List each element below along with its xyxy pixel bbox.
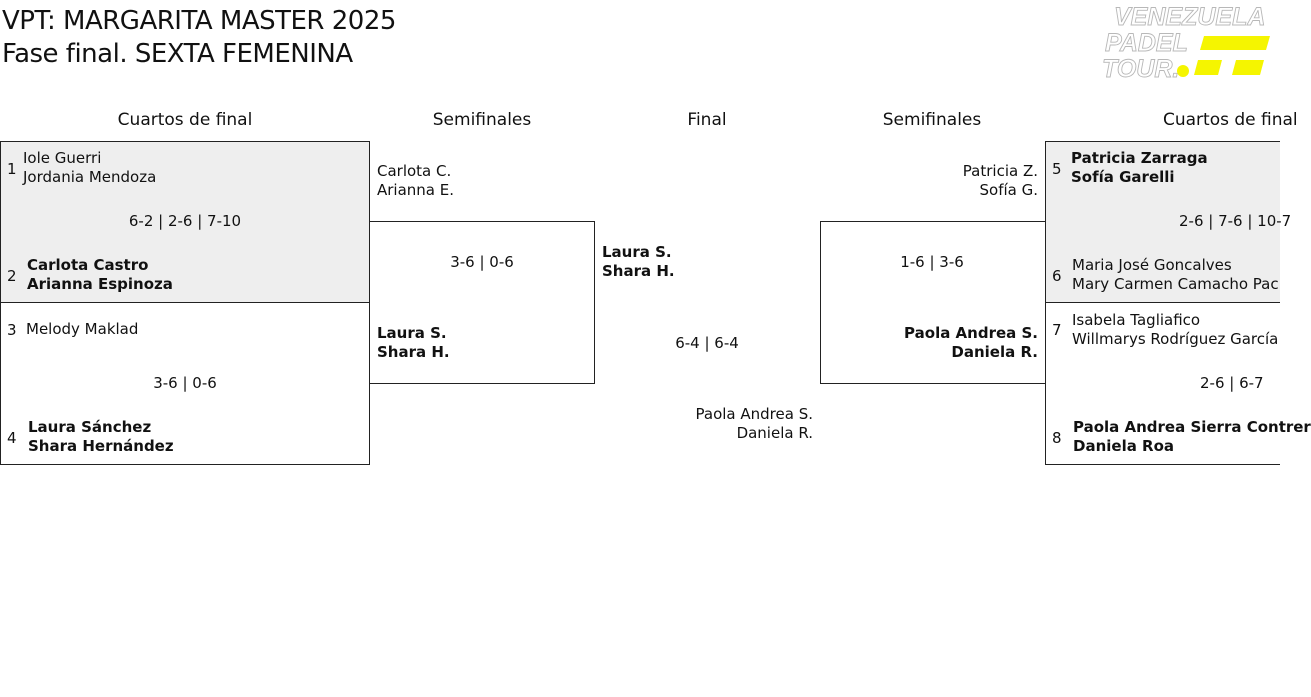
match-qf-right-1 bbox=[1045, 141, 1280, 303]
player-name-winner: Carlota Castro bbox=[27, 256, 149, 274]
player-name-winner: Laura S. bbox=[377, 324, 447, 342]
player-name: Iole Guerri bbox=[23, 149, 102, 167]
player-name: Carlota C. bbox=[377, 162, 452, 180]
match-score: 3-6 | 0-6 bbox=[153, 374, 217, 392]
match-score: 2-6 | 7-6 | 10-7 bbox=[1179, 212, 1292, 230]
seed-number: 8 bbox=[1052, 429, 1062, 447]
player-name: Sofía G. bbox=[979, 181, 1039, 199]
player-name-winner: Patricia Zarraga bbox=[1071, 149, 1208, 167]
seed-number: 3 bbox=[7, 321, 17, 339]
svg-text:TOUR.: TOUR. bbox=[1102, 55, 1179, 83]
round-header-sf-right: Semifinales bbox=[882, 110, 982, 130]
player-name: Jordania Mendoza bbox=[23, 168, 157, 186]
player-name: Melody Maklad bbox=[26, 320, 139, 338]
match-score: 3-6 | 0-6 bbox=[450, 253, 514, 271]
match-score: 6-2 | 2-6 | 7-10 bbox=[128, 212, 242, 230]
player-name-winner: Arianna Espinoza bbox=[27, 275, 173, 293]
match-score: 6-4 | 6-4 bbox=[675, 334, 739, 352]
player-name: Paola Andrea S. bbox=[695, 405, 813, 423]
seed-number: 2 bbox=[7, 267, 17, 285]
player-name-winner: Shara H. bbox=[602, 262, 675, 280]
player-name-winner: Shara H. bbox=[377, 343, 450, 361]
svg-text:PADEL: PADEL bbox=[1105, 29, 1188, 57]
player-name: Patricia Z. bbox=[962, 162, 1038, 180]
player-name-winner: Shara Hernández bbox=[28, 437, 174, 455]
player-name: Willmarys Rodríguez García bbox=[1072, 330, 1279, 348]
player-name-winner: Paola Andrea S. bbox=[904, 324, 1038, 342]
seed-number: 5 bbox=[1052, 160, 1062, 178]
round-header-qf-right: Cuartos de final bbox=[1163, 110, 1298, 130]
page-title: VPT: MARGARITA MASTER 2025 bbox=[2, 6, 396, 36]
round-header-qf-left: Cuartos de final bbox=[117, 110, 253, 130]
round-header-final: Final bbox=[687, 110, 727, 130]
match-qf-right-2 bbox=[1045, 302, 1280, 465]
seed-number: 4 bbox=[7, 429, 17, 447]
player-name: Arianna E. bbox=[377, 181, 455, 199]
player-name-winner: Sofía Garelli bbox=[1071, 168, 1175, 186]
seed-number: 6 bbox=[1052, 267, 1062, 285]
player-name-winner: Paola Andrea Sierra Contrer bbox=[1073, 418, 1311, 436]
seed-number: 1 bbox=[7, 160, 17, 178]
seed-number: 7 bbox=[1052, 321, 1062, 339]
venezuela-padel-tour-logo: VENEZUELA PADEL TOUR. bbox=[1102, 3, 1270, 83]
player-name-winner: Laura S. bbox=[602, 243, 672, 261]
page-subtitle: Fase final. SEXTA FEMENINA bbox=[2, 39, 353, 69]
match-qf-left-1 bbox=[0, 141, 370, 303]
player-name: Mary Carmen Camacho Pac bbox=[1072, 275, 1279, 293]
player-name-winner: Daniela Roa bbox=[1073, 437, 1175, 455]
player-name: Maria José Goncalves bbox=[1072, 256, 1232, 274]
match-score: 1-6 | 3-6 bbox=[900, 253, 964, 271]
round-header-sf-left: Semifinales bbox=[432, 110, 532, 130]
svg-text:VENEZUELA: VENEZUELA bbox=[1114, 3, 1265, 31]
qf-right-content: 5 Patricia Zarraga Sofía Garelli 2-6 | 7… bbox=[1045, 141, 1311, 465]
match-sf-left bbox=[369, 221, 595, 384]
match-score: 2-6 | 6-7 bbox=[1200, 374, 1264, 392]
player-name: Isabela Tagliafico bbox=[1072, 311, 1201, 329]
player-name-winner: Laura Sánchez bbox=[28, 418, 152, 436]
player-name: Daniela R. bbox=[736, 424, 813, 442]
player-name-winner: Daniela R. bbox=[951, 343, 1038, 361]
